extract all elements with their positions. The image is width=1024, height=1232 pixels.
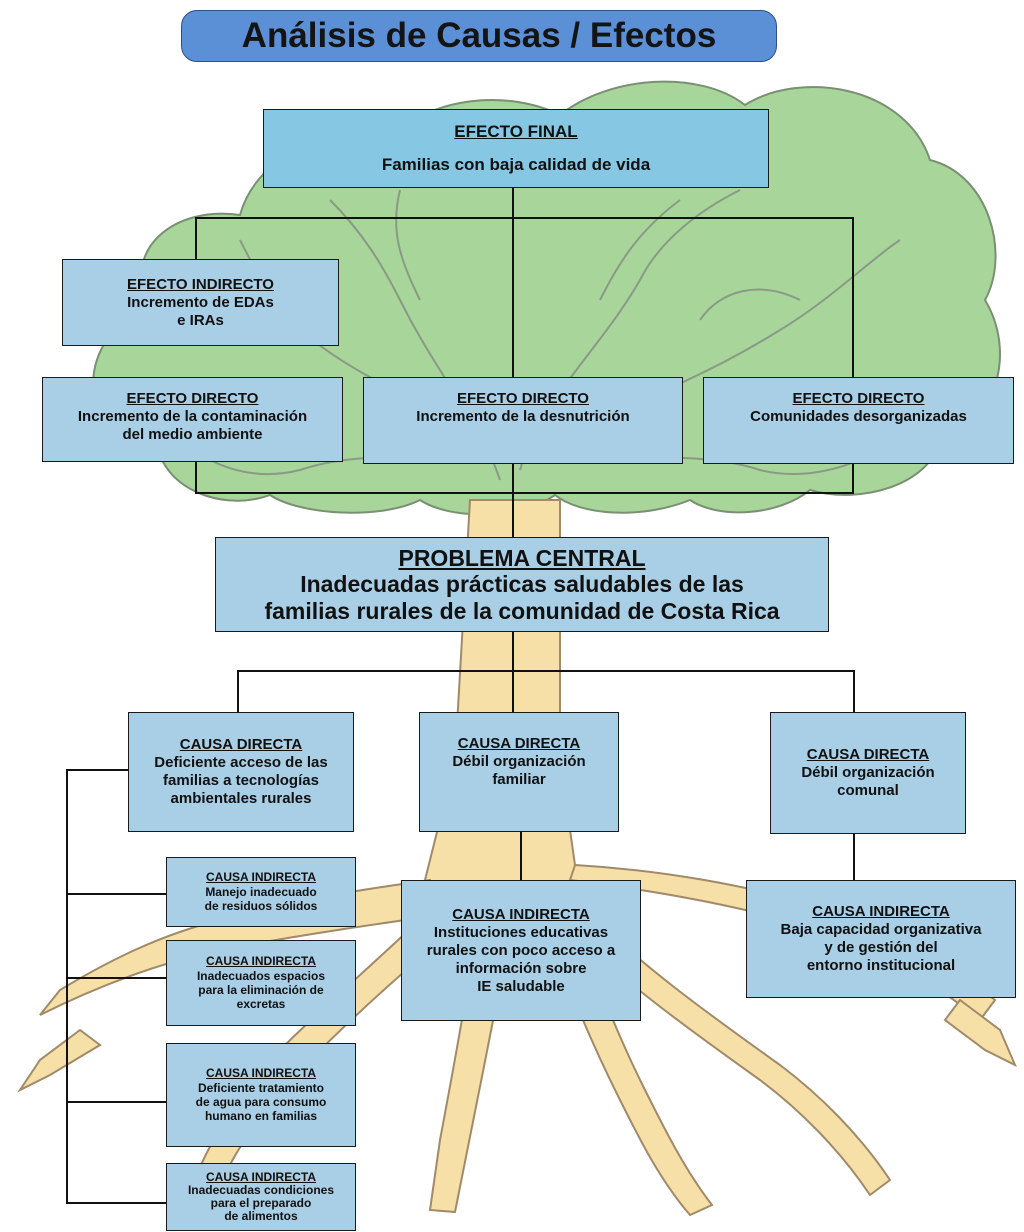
causa-directa-heading: CAUSA DIRECTA [457,735,581,752]
connector [66,893,166,895]
connector [195,217,197,259]
causa-indirecta-heading: CAUSA INDIRECTA [206,954,316,969]
connector [853,670,855,712]
connector [66,977,166,979]
efecto-final-text: Familias con baja calidad de vida [381,154,651,174]
connector [66,769,68,1203]
efecto-directo-heading: EFECTO DIRECTO [792,390,925,407]
connector [195,217,853,219]
connector [852,217,854,377]
causa-indirecta-text: Instituciones educativas rurales con poc… [426,923,616,995]
causa-directa-box-2: CAUSA DIRECTA Débil organización familia… [419,712,619,832]
causa-directa-text: Débil organización comunal [801,764,935,799]
diagram-title: Análisis de Causas / Efectos [181,10,777,62]
causa-indirecta-text: Inadecuadas condiciones para el preparad… [187,1182,335,1224]
efecto-directo-text: Comunidades desorganizadas [750,408,967,425]
causa-indirecta-box-der: CAUSA INDIRECTA Baja capacidad organizat… [746,880,1016,998]
connector [66,1101,166,1103]
efecto-directo-heading: EFECTO DIRECTO [126,390,259,407]
causa-indirecta-box-4: CAUSA INDIRECTA Inadecuadas condiciones … [166,1163,356,1231]
causa-indirecta-text: Manejo inadecuado de residuos sólidos [204,884,318,914]
connector [195,492,853,494]
connector [237,670,855,672]
efecto-directo-text: Incremento de la desnutrición [416,408,630,425]
connector [852,462,854,494]
connector [512,188,514,540]
efecto-directo-box-2: EFECTO DIRECTO Incremento de la desnutri… [363,377,683,464]
causa-directa-heading: CAUSA DIRECTA [806,746,930,763]
efecto-indirecto-heading: EFECTO INDIRECTO [127,275,274,293]
causa-indirecta-text: Inadecuados espacios para la eliminación… [196,968,326,1012]
causa-directa-box-1: CAUSA DIRECTA Deficiente acceso de las f… [128,712,354,832]
efecto-directo-text: Incremento de la contaminación del medio… [77,408,308,443]
efecto-directo-heading: EFECTO DIRECTO [457,390,589,407]
connector [195,460,197,493]
efecto-directo-box-3: EFECTO DIRECTO Comunidades desorganizada… [703,377,1014,464]
causa-indirecta-heading: CAUSA INDIRECTA [206,870,316,885]
causa-indirecta-heading: CAUSA INDIRECTA [206,1066,316,1081]
connector [237,670,239,712]
efecto-final-box: EFECTO FINAL Familias con baja calidad d… [263,109,769,188]
efecto-indirecto-box: EFECTO INDIRECTO Incremento de EDAs e IR… [62,259,339,346]
connector [66,769,128,771]
causa-directa-text: Débil organización familiar [452,753,586,788]
causa-indirecta-box-2: CAUSA INDIRECTA Inadecuados espacios par… [166,940,356,1026]
efecto-indirecto-text: Incremento de EDAs e IRAs [127,293,274,329]
causa-indirecta-heading: CAUSA INDIRECTA [206,1169,316,1184]
efecto-directo-box-1: EFECTO DIRECTO Incremento de la contamin… [42,377,343,462]
causa-indirecta-text: Deficiente tratamiento de agua para cons… [195,1080,327,1124]
causa-indirecta-box-centro: CAUSA INDIRECTA Instituciones educativas… [401,880,641,1021]
causa-indirecta-heading: CAUSA INDIRECTA [452,905,590,923]
causa-indirecta-heading: CAUSA INDIRECTA [812,903,950,920]
connector [512,632,514,712]
causa-directa-heading: CAUSA DIRECTA [179,736,303,753]
causa-directa-text: Deficiente acceso de las familias a tecn… [154,754,328,807]
causa-indirecta-box-1: CAUSA INDIRECTA Manejo inadecuado de res… [166,857,356,927]
causa-indirecta-box-3: CAUSA INDIRECTA Deficiente tratamiento d… [166,1043,356,1147]
efecto-final-heading: EFECTO FINAL [454,122,578,142]
problema-central-box: PROBLEMA CENTRAL Inadecuadas prácticas s… [215,537,829,632]
problema-central-heading: PROBLEMA CENTRAL [398,544,646,571]
problema-central-text: Inadecuadas prácticas saludables de las … [264,571,780,624]
causa-directa-box-3: CAUSA DIRECTA Débil organización comunal [770,712,966,834]
connector [66,1202,166,1204]
connector [853,834,855,880]
causa-indirecta-text: Baja capacidad organizativa y de gestión… [780,921,982,974]
connector [520,832,522,880]
